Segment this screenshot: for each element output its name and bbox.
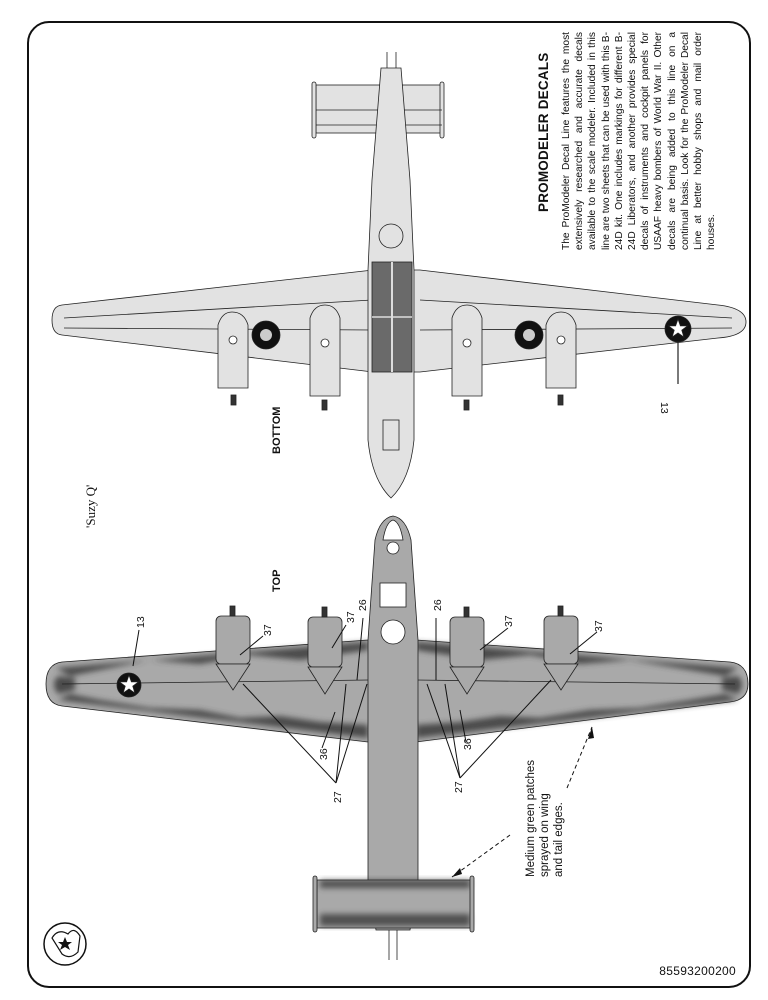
paint-note-pointers bbox=[451, 726, 593, 878]
bottom-view-aircraft bbox=[51, 52, 747, 499]
bottom-nacelle-2 bbox=[309, 304, 341, 411]
bottom-nacelle-1 bbox=[217, 311, 249, 406]
promodeler-logo-icon bbox=[43, 922, 87, 966]
page-frame bbox=[27, 21, 751, 988]
bottom-nacelle-4 bbox=[545, 311, 577, 406]
document-id: 85593200200 bbox=[659, 964, 736, 978]
top-fin-left bbox=[312, 875, 318, 933]
leader-lines bbox=[132, 617, 598, 784]
arrowhead-icon bbox=[588, 727, 594, 739]
top-turret bbox=[380, 619, 406, 645]
top-nacelle-3 bbox=[449, 606, 485, 695]
top-view-aircraft bbox=[45, 515, 749, 960]
bottom-insignia-icon bbox=[664, 315, 692, 343]
top-fuselage bbox=[367, 515, 419, 931]
arrowhead-icon bbox=[452, 868, 462, 877]
top-nacelle-4 bbox=[543, 605, 579, 691]
top-fin-right bbox=[469, 875, 475, 933]
bottom-nacelle-3 bbox=[451, 304, 483, 411]
bottom-hatch bbox=[378, 223, 404, 249]
top-nacelle-1 bbox=[215, 605, 251, 691]
top-nacelle-2 bbox=[307, 606, 343, 695]
top-insignia-icon bbox=[116, 672, 142, 698]
bottom-fin-left bbox=[311, 81, 317, 139]
